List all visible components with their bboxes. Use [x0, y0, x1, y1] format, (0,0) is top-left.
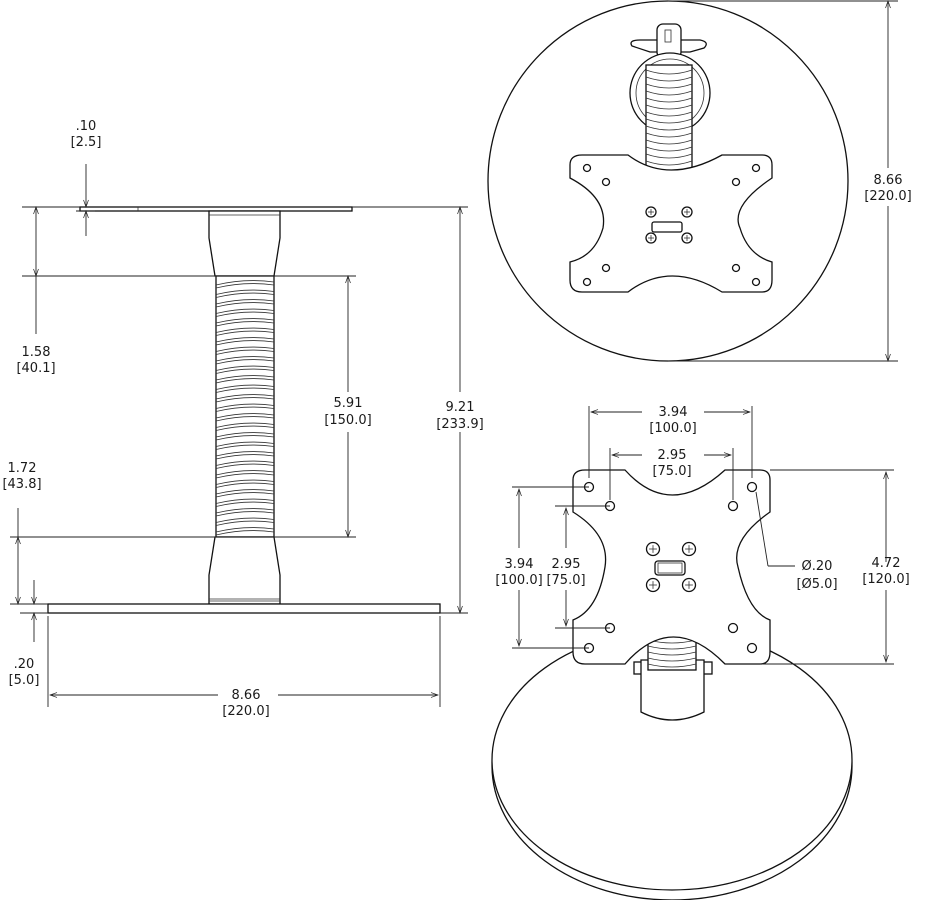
dim-gooseneck-mm: [150.0] — [324, 413, 371, 428]
dim-vesa100-height-mm: [100.0] — [495, 573, 542, 588]
dim-plate-thickness-in: .10 — [76, 119, 97, 134]
dim-lower-collar-in: 1.72 — [8, 461, 37, 476]
side-upper-collar — [208, 210, 281, 277]
top-mount-holes — [582, 163, 761, 287]
dim-plate-thickness-mm: [2.5] — [71, 135, 102, 150]
mount-hole — [582, 163, 592, 173]
side-lower-collar — [208, 536, 281, 605]
mount-hole — [601, 263, 611, 273]
dim-base-width-in: 8.66 — [232, 688, 261, 703]
dim-gooseneck-in: 5.91 — [334, 396, 363, 411]
dim-vesa100-height-in: 3.94 — [505, 557, 534, 572]
dim-upper-collar-mm: [40.1] — [16, 361, 55, 376]
mount-hole — [582, 277, 592, 287]
gooseneck-coils — [215, 280, 275, 536]
dim-upper-collar-in: 1.58 — [22, 345, 51, 360]
dim-hole-diameter-mm: [Ø5.0] — [796, 577, 837, 592]
mount-hole — [746, 642, 758, 654]
front-view: 3.94 [100.0] 2.95 [75.0] 3.94 [100.0] 2.… — [491, 405, 910, 900]
mount-hole — [601, 177, 611, 187]
dim-lower-collar-mm: [43.8] — [2, 477, 41, 492]
dim-plate-height-in: 4.72 — [872, 556, 901, 571]
dim-overall-height-mm: [233.9] — [436, 417, 483, 432]
mount-hole — [746, 481, 758, 493]
dim-base-width-mm: [220.0] — [222, 704, 269, 719]
side-base-plate — [47, 603, 441, 614]
mount-hole — [727, 622, 739, 634]
mount-hole — [731, 263, 741, 273]
dim-hole-diameter-in: Ø.20 — [802, 559, 833, 574]
dim-disc-diameter-mm: [220.0] — [864, 189, 911, 204]
dim-vesa75-width-mm: [75.0] — [652, 464, 691, 479]
dim-vesa75-height-mm: [75.0] — [546, 573, 585, 588]
mount-hole — [731, 177, 741, 187]
dim-vesa100-width-mm: [100.0] — [649, 421, 696, 436]
dim-base-thickness-in: .20 — [14, 657, 35, 672]
side-view: .10 [2.5] 1.58 [40.1] 1.72 [43.8] .20 [5… — [2, 119, 483, 719]
front-center-screws — [645, 541, 697, 593]
dim-base-thickness-mm: [5.0] — [9, 673, 40, 688]
top-center-screws — [645, 206, 693, 244]
mount-hole — [751, 277, 761, 287]
top-view: 8.66 [220.0] — [487, 1, 912, 361]
dim-vesa75-height-in: 2.95 — [552, 557, 581, 572]
mount-hole — [727, 500, 739, 512]
mount-hole — [751, 163, 761, 173]
dim-vesa75-width-in: 2.95 — [658, 448, 687, 463]
dim-disc-diameter-in: 8.66 — [874, 173, 903, 188]
dim-vesa100-width-in: 3.94 — [659, 405, 688, 420]
dim-plate-height-mm: [120.0] — [862, 572, 909, 587]
dim-overall-height-in: 9.21 — [446, 400, 475, 415]
